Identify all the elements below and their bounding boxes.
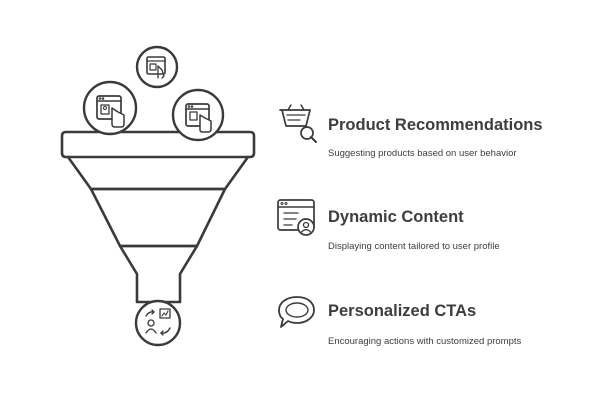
webpage-click-icon <box>135 45 179 89</box>
item-description: Displaying content tailored to user prof… <box>328 241 500 252</box>
webpage-click-icon <box>171 88 225 142</box>
webpage-click-icon <box>82 80 138 136</box>
item-title: Personalized CTAs <box>328 302 477 320</box>
speech-bubble-icon <box>278 296 315 328</box>
funnel-stage-bottom <box>118 244 199 304</box>
user-growth-icon <box>134 299 182 347</box>
item-title: Dynamic Content <box>328 208 464 226</box>
funnel-rim <box>60 130 256 159</box>
item-description: Encouraging actions with customized prom… <box>328 336 522 347</box>
item-title: Product Recommendations <box>328 116 543 134</box>
funnel-body <box>66 155 250 191</box>
basket-search-icon <box>279 104 317 143</box>
item-description: Suggesting products based on user behavi… <box>328 148 517 159</box>
funnel-stage-middle <box>89 187 227 248</box>
profile-window-icon <box>277 199 315 236</box>
